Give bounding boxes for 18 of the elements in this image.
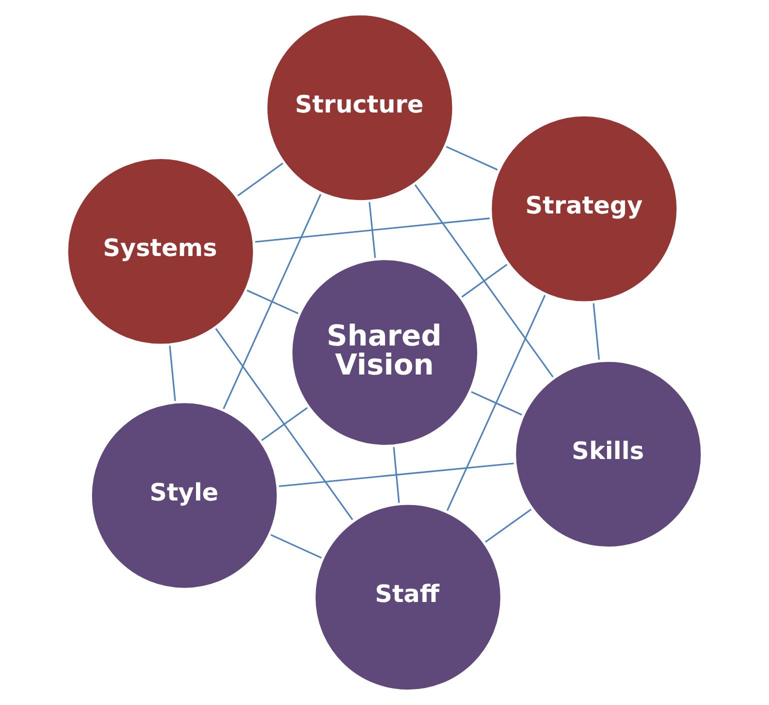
connector [446,146,498,170]
connector [169,346,176,402]
connector [255,218,490,243]
connector [222,194,322,410]
connector [278,462,514,488]
connector [446,294,546,511]
connector [461,264,508,298]
connector [261,407,308,441]
connector [414,184,554,378]
connector [237,162,284,196]
connector [470,391,522,416]
connector [592,303,600,360]
connector [368,202,376,258]
connector [246,290,298,314]
connector [393,447,400,503]
connector [270,534,322,559]
connector [485,508,532,543]
connector [215,328,354,520]
